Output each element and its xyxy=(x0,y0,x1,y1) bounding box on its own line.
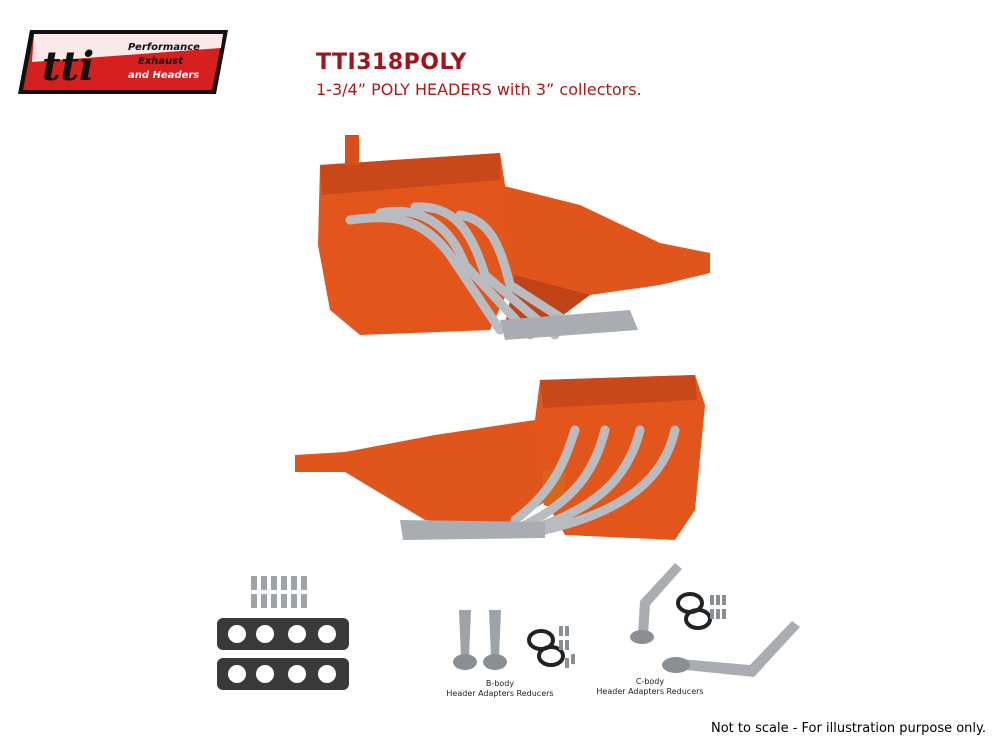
engine-top-photo xyxy=(318,135,710,340)
b-body-adapters-photo xyxy=(453,610,575,670)
c-body-caption-subtitle: Header Adapters Reducers xyxy=(596,687,704,696)
part-number-title: TTI318POLY xyxy=(316,50,467,75)
c-body-caption-title: C-body xyxy=(635,677,665,686)
b-body-caption-subtitle: Header Adapters Reducers xyxy=(446,689,554,698)
logo-tagline-3: and Headers xyxy=(128,70,199,81)
scale-disclaimer: Not to scale - For illustration purpose … xyxy=(711,721,986,736)
b-body-caption-title: B-body xyxy=(485,679,515,688)
logo-mark: tti xyxy=(42,43,94,90)
product-description: 1-3/4” POLY HEADERS with 3” collectors. xyxy=(316,80,642,99)
logo-tagline-2: Exhaust xyxy=(138,56,184,67)
b-body-caption: B-body Header Adapters Reducers xyxy=(430,679,570,699)
c-body-adapters-photo xyxy=(630,563,800,677)
gaskets-bolts-photo xyxy=(217,576,349,690)
engine-bottom-photo xyxy=(295,375,705,540)
logo-tagline-1: Performance xyxy=(128,42,200,53)
c-body-caption: C-body Header Adapters Reducers xyxy=(585,677,715,697)
tti-logo: tti Performance Exhaust and Headers xyxy=(18,30,228,94)
